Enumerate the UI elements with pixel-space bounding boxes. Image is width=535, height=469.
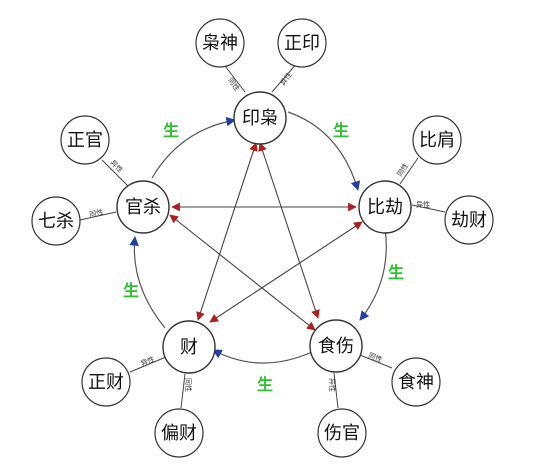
generate-label-bottom: 生 xyxy=(257,375,273,394)
node-cai-label: 财 xyxy=(180,337,198,358)
relation-label-jiecai: 异性 xyxy=(416,200,430,209)
sub-node-zhengyin-label: 正印 xyxy=(284,33,320,54)
node-guansha-label: 官杀 xyxy=(125,197,161,218)
sub-node-piancai: 偏财 xyxy=(154,408,204,458)
spoke-piancai xyxy=(180,373,186,409)
control-line-yinxiao-shishang xyxy=(258,142,320,319)
relation-label-shishen: 同性 xyxy=(367,351,383,365)
spoke-xiaoshen xyxy=(221,61,246,93)
generate-label-right: 生 xyxy=(388,263,404,282)
node-shishang: 食伤 xyxy=(309,319,363,373)
node-yinxiao-label: 印枭 xyxy=(242,108,278,129)
control-line-yinxiao-cai xyxy=(196,142,258,321)
generate-arc-yinxiao-bijie xyxy=(287,111,361,191)
node-bijie: 比劫 xyxy=(358,180,412,234)
relation-label-bijian: 同性 xyxy=(395,161,410,178)
node-cai: 财 xyxy=(162,320,216,374)
sub-node-zhengguan-label: 正官 xyxy=(67,130,103,151)
sub-node-zhengyin: 正印 xyxy=(277,18,327,68)
sub-node-qisha-label: 七杀 xyxy=(38,211,74,232)
generate-arc-cai-guansha xyxy=(129,236,166,329)
sub-node-piancai-label: 偏财 xyxy=(161,423,197,444)
relation-label-xiaoshen: 同性 xyxy=(226,76,241,93)
spoke-zhengguan xyxy=(101,159,129,187)
node-guansha: 官杀 xyxy=(116,180,170,234)
relation-label-zhengguan: 异性 xyxy=(109,158,125,174)
generate-arc-guansha-yinxiao xyxy=(151,116,236,179)
spoke-zhengcai xyxy=(129,356,167,373)
relation-label-shangguan: 异性 xyxy=(328,378,337,392)
sub-node-zhengguan: 正官 xyxy=(60,115,110,165)
sub-node-bijian-label: 比肩 xyxy=(419,130,455,151)
sub-node-zhengcai: 正财 xyxy=(81,357,131,407)
control-line-guansha-shishang xyxy=(169,214,316,331)
sub-node-xiaoshen-label: 枭神 xyxy=(202,33,238,54)
node-shishang-label: 食伤 xyxy=(318,336,354,357)
sub-node-qisha: 七杀 xyxy=(31,196,81,246)
node-bijie-label: 比劫 xyxy=(367,197,403,218)
relation-label-zhengcai: 异性 xyxy=(139,354,155,368)
control-line-bijie-cai xyxy=(209,221,363,323)
sub-node-shangguan-label: 伤官 xyxy=(324,423,360,444)
generate-arc-shishang-cai xyxy=(212,349,313,364)
spoke-zhengyin xyxy=(271,61,299,93)
spoke-bijian xyxy=(399,157,419,185)
spoke-jiecai xyxy=(411,204,446,213)
node-yinxiao: 印枭 xyxy=(233,91,287,145)
sub-node-jiecai: 劫财 xyxy=(444,195,494,245)
relation-label-piancai: 同性 xyxy=(184,378,193,392)
generate-label-top-right: 生 xyxy=(333,121,349,140)
sub-node-shishen: 食神 xyxy=(391,357,441,407)
sub-node-xiaoshen: 枭神 xyxy=(195,18,245,68)
sub-node-bijian: 比肩 xyxy=(412,115,462,165)
sub-node-jiecai-label: 劫财 xyxy=(451,210,487,231)
generate-arc-bijie-shishang xyxy=(359,227,387,321)
spoke-qisha xyxy=(79,211,117,221)
sub-node-shishen-label: 食神 xyxy=(398,372,434,393)
spoke-shishen xyxy=(359,354,393,369)
sub-node-zhengcai-label: 正财 xyxy=(88,372,124,393)
spoke-shangguan xyxy=(333,372,339,409)
sub-node-shangguan: 伤官 xyxy=(317,408,367,458)
relation-label-qisha: 同性 xyxy=(89,207,105,219)
generate-label-left: 生 xyxy=(123,281,139,300)
generate-label-top-left: 生 xyxy=(163,121,179,140)
relation-label-zhengyin: 异性 xyxy=(278,71,293,88)
